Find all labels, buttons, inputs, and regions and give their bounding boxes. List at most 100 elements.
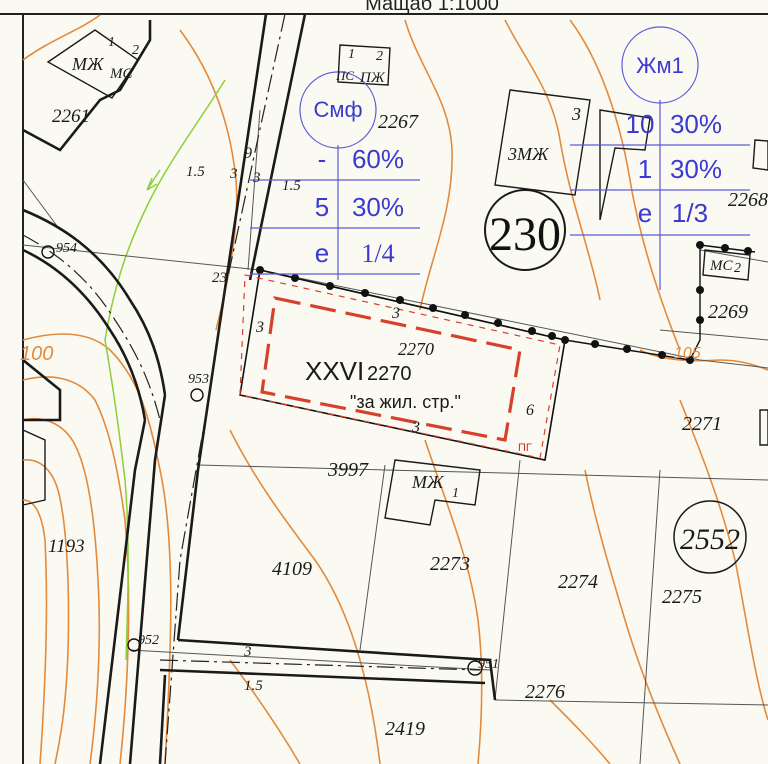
contour-line: [22, 499, 48, 764]
buildings: [22, 29, 768, 526]
contour-line: [639, 349, 768, 371]
dim-1-5-a: 1.5: [186, 164, 205, 180]
road-edge: [159, 668, 486, 685]
parcel-1193: 1193: [48, 536, 85, 557]
dim-3-b: 3: [252, 170, 261, 186]
boundary-point: [686, 356, 694, 364]
block-number-2552: 2552: [680, 523, 740, 556]
road-edge: [158, 674, 167, 764]
building-label-mc-top: МС: [109, 66, 133, 82]
parcel-2268: 2268: [728, 189, 768, 211]
zone-smf-r1b: 60%: [352, 144, 404, 174]
building-label-n2-pzh: 2: [376, 49, 383, 64]
street-label: 9: [244, 145, 252, 162]
survey-point-icon: [467, 660, 483, 676]
boundary-point: [696, 286, 704, 294]
dim-3-e: 3: [411, 419, 420, 436]
building-label-ps: ПС: [335, 68, 354, 83]
building-top-left: [46, 29, 139, 99]
contour-line: [569, 19, 681, 351]
road-axis: [164, 13, 286, 764]
parcel-2273: 2273: [430, 553, 470, 575]
plot-purpose: "за жил. стр.": [350, 392, 461, 412]
parcel-boundary: [699, 359, 768, 369]
zone-smf-r2a: 5: [315, 192, 329, 222]
contour-line: [504, 19, 601, 301]
building-right-edge: [752, 139, 768, 171]
parcel-3997: 3997: [327, 459, 369, 481]
building-mc2: [702, 249, 751, 281]
parcel-2274: 2274: [558, 571, 598, 593]
survey-point-952: 952: [138, 633, 159, 648]
survey-point-954: 954: [56, 241, 77, 256]
building-right-edge-2: [759, 409, 768, 446]
parcel-boundary: [659, 329, 768, 341]
flow-arrow-icon: [146, 169, 161, 191]
survey-point-icon: [41, 245, 55, 259]
parcel-2269: 2269: [708, 301, 748, 323]
building-label-n3-3mzh: 3: [571, 104, 581, 124]
boundary-point: [696, 241, 704, 249]
building-label-n1-ps: 1: [348, 47, 355, 62]
parcel-boundary: [22, 179, 61, 231]
road-edge: [248, 13, 307, 281]
zone-smf-code: Смф: [313, 97, 362, 122]
building-label-3mzh: 3МЖ: [507, 144, 550, 164]
zone-smf-r1a: -: [318, 144, 327, 174]
survey-point-icon: [127, 638, 141, 652]
contour-line: [404, 19, 453, 311]
boundary-point: [591, 340, 599, 348]
boundary-point: [658, 351, 666, 359]
parcel-2270: 2270: [398, 339, 434, 359]
boundary-point: [623, 345, 631, 353]
parcel-boundary: [359, 464, 386, 651]
parcel-4109: 4109: [272, 558, 312, 580]
zone-zhm1-r2a: 1: [638, 154, 652, 184]
road-edge: [128, 394, 167, 764]
contour-line: [679, 399, 768, 721]
parcel-boundary: [129, 649, 491, 671]
parcel-boundary: [22, 244, 261, 271]
building-label-pzh: ПЖ: [359, 70, 386, 86]
plot-line-red-dashed: [239, 274, 561, 459]
zone-zhm1-r3a: е: [638, 198, 652, 228]
contour-line: [229, 429, 381, 764]
block-230-circle: [484, 189, 566, 271]
survey-point-icon: [190, 388, 204, 402]
zone-zhm1-code: Жм1: [636, 53, 684, 78]
building-label-n2-mc2: 2: [734, 261, 741, 276]
green-lines: [104, 79, 226, 661]
parcel-2267: 2267: [378, 111, 419, 133]
zone-smf-r2b: 30%: [352, 192, 404, 222]
contour-label-100: 100: [20, 343, 53, 365]
contour-line: [549, 699, 611, 764]
map-scale-title: Мащаб 1:1000: [365, 0, 499, 15]
parcel-boundary: [494, 459, 521, 701]
zone-zhm1-r2b: 30%: [670, 154, 722, 184]
road-axis: [159, 659, 481, 671]
building-left-edge: [22, 429, 46, 506]
contour-line: [584, 469, 681, 764]
contour-line: [22, 376, 130, 764]
building-mzh-mid: [384, 459, 481, 526]
building-label-mzh-top: МЖ: [71, 54, 105, 74]
zone-zhm1-r3b: 1/3: [672, 198, 708, 228]
contour-line: [22, 418, 101, 764]
boundary-point: [744, 247, 752, 255]
block-number-230: 230: [489, 208, 561, 261]
road-edge: [177, 638, 497, 701]
road-edges: [22, 13, 497, 764]
road-edge: [22, 208, 167, 396]
dim-1-5-c: 1.5: [244, 678, 263, 694]
contour-line: [22, 333, 172, 764]
parcel-2261: 2261: [52, 106, 90, 127]
zone-smf-r3a: е: [315, 238, 329, 268]
building-label-n2-top: 2: [132, 43, 139, 58]
parcel-2419: 2419: [385, 718, 425, 740]
dim-3-f: 3: [243, 644, 252, 660]
block-2552-circle: [673, 500, 747, 574]
parcel-boundary: [639, 469, 661, 764]
building-label-n1-top: 1: [108, 35, 115, 50]
parcel-2275: 2275: [662, 586, 702, 608]
